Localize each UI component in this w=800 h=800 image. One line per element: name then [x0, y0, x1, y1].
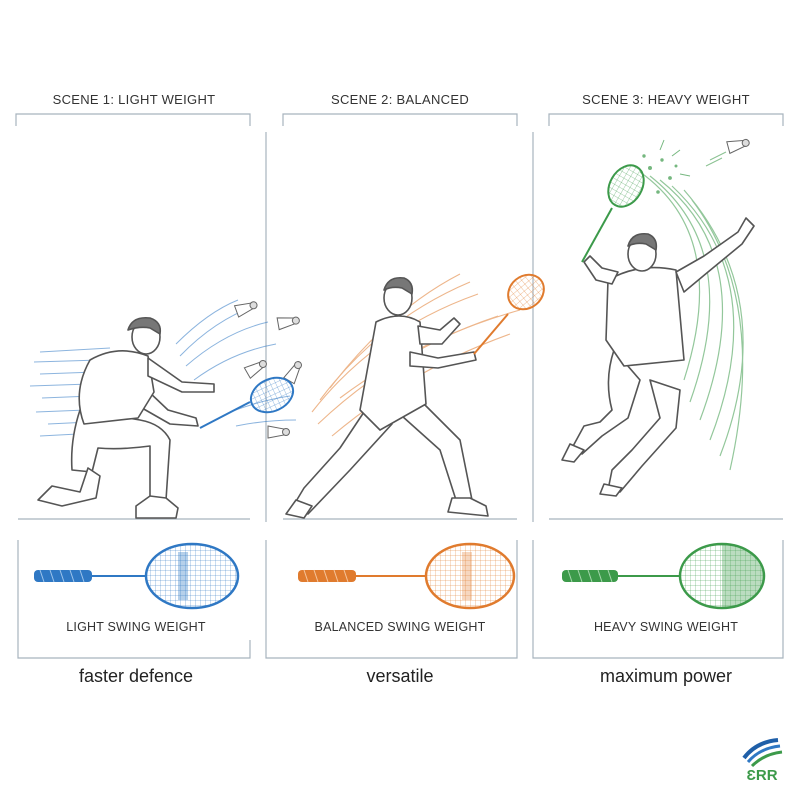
scene-2-title: SCENE 2: BALANCED	[330, 92, 470, 107]
scene-1-illustration	[29, 299, 302, 519]
scene-3-illustration	[561, 138, 755, 497]
panel-1-top-frame	[15, 113, 251, 126]
racket-heavy-profile	[562, 542, 766, 610]
shuttlecock-3	[705, 138, 750, 167]
swing-arcs-3	[639, 171, 744, 471]
shuttlecocks-1	[233, 301, 302, 439]
panel-frames	[15, 113, 784, 659]
brand-logo: ƐRR	[742, 738, 783, 784]
scene-2-caption: versatile	[366, 666, 434, 686]
logo-text: ƐRR	[746, 767, 777, 784]
panel-3-top-frame	[548, 113, 784, 126]
racket-scene-1	[199, 376, 295, 429]
scene-1-caption: faster defence	[78, 666, 194, 686]
player-1	[37, 316, 215, 519]
racket-light-profile	[34, 542, 240, 610]
scene-1-title: SCENE 1: LIGHT WEIGHT	[52, 92, 216, 107]
scene-2-weight-label: BALANCED SWING WEIGHT	[314, 620, 486, 634]
panel-2-top-frame	[282, 113, 518, 126]
racket-balanced-profile	[298, 542, 516, 610]
player-3	[561, 217, 755, 497]
scene-2-illustration	[285, 273, 545, 519]
player-2	[285, 276, 489, 519]
scene-3-weight-label: HEAVY SWING WEIGHT	[593, 620, 739, 634]
scene-3-caption: maximum power	[599, 666, 733, 686]
impact-burst	[642, 139, 691, 194]
panel-1-bottom-frame	[17, 540, 251, 659]
racket-scene-2	[473, 273, 545, 355]
scene-1-weight-label: LIGHT SWING WEIGHT	[66, 620, 206, 634]
racket-scene-3	[581, 164, 645, 263]
panel-2-bottom-frame	[265, 540, 518, 659]
panel-3-bottom-frame	[532, 540, 784, 659]
scene-3-title: SCENE 3: HEAVY WEIGHT	[582, 92, 750, 107]
